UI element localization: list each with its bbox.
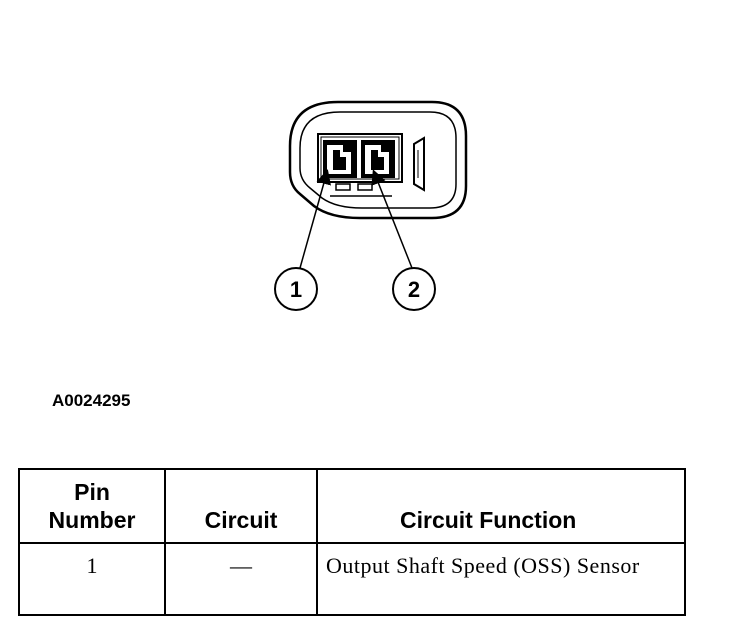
header-pin-line2: Number	[48, 507, 136, 533]
callout-1: 1	[274, 267, 318, 311]
svg-text:2: 2	[408, 277, 420, 302]
header-pin-number: Pin Number	[18, 468, 166, 544]
connector-latch	[413, 136, 425, 192]
connector-diagram: 1 2	[274, 100, 468, 311]
terminal-1	[323, 140, 357, 178]
connector-housing-inner	[299, 111, 457, 209]
table-row: 1 — Output Shaft Speed (OSS) Sensor	[18, 542, 686, 616]
terminal-tab	[335, 183, 351, 191]
terminal-2	[361, 140, 395, 178]
cell-pin: 1	[18, 542, 166, 616]
terminal-tab	[357, 183, 373, 191]
leader-line-2	[371, 169, 413, 269]
connector-housing-outer	[288, 100, 468, 220]
figure-id: A0024295	[52, 391, 131, 410]
terminal-cavity-frame	[317, 133, 403, 183]
table-header-row: Pin Number Circuit Circuit Function	[18, 468, 686, 544]
header-pin-line1: Pin	[74, 479, 110, 505]
cell-function: Output Shaft Speed (OSS) Sensor	[316, 542, 686, 616]
header-circuit-function: Circuit Function	[316, 468, 686, 544]
header-circuit: Circuit	[164, 468, 318, 544]
cell-circuit: —	[164, 542, 318, 616]
callout-2: 2	[392, 267, 436, 311]
svg-text:1: 1	[290, 277, 302, 302]
pin-table: Pin Number Circuit Circuit Function 1 — …	[18, 468, 686, 616]
leader-line-1	[299, 169, 331, 269]
